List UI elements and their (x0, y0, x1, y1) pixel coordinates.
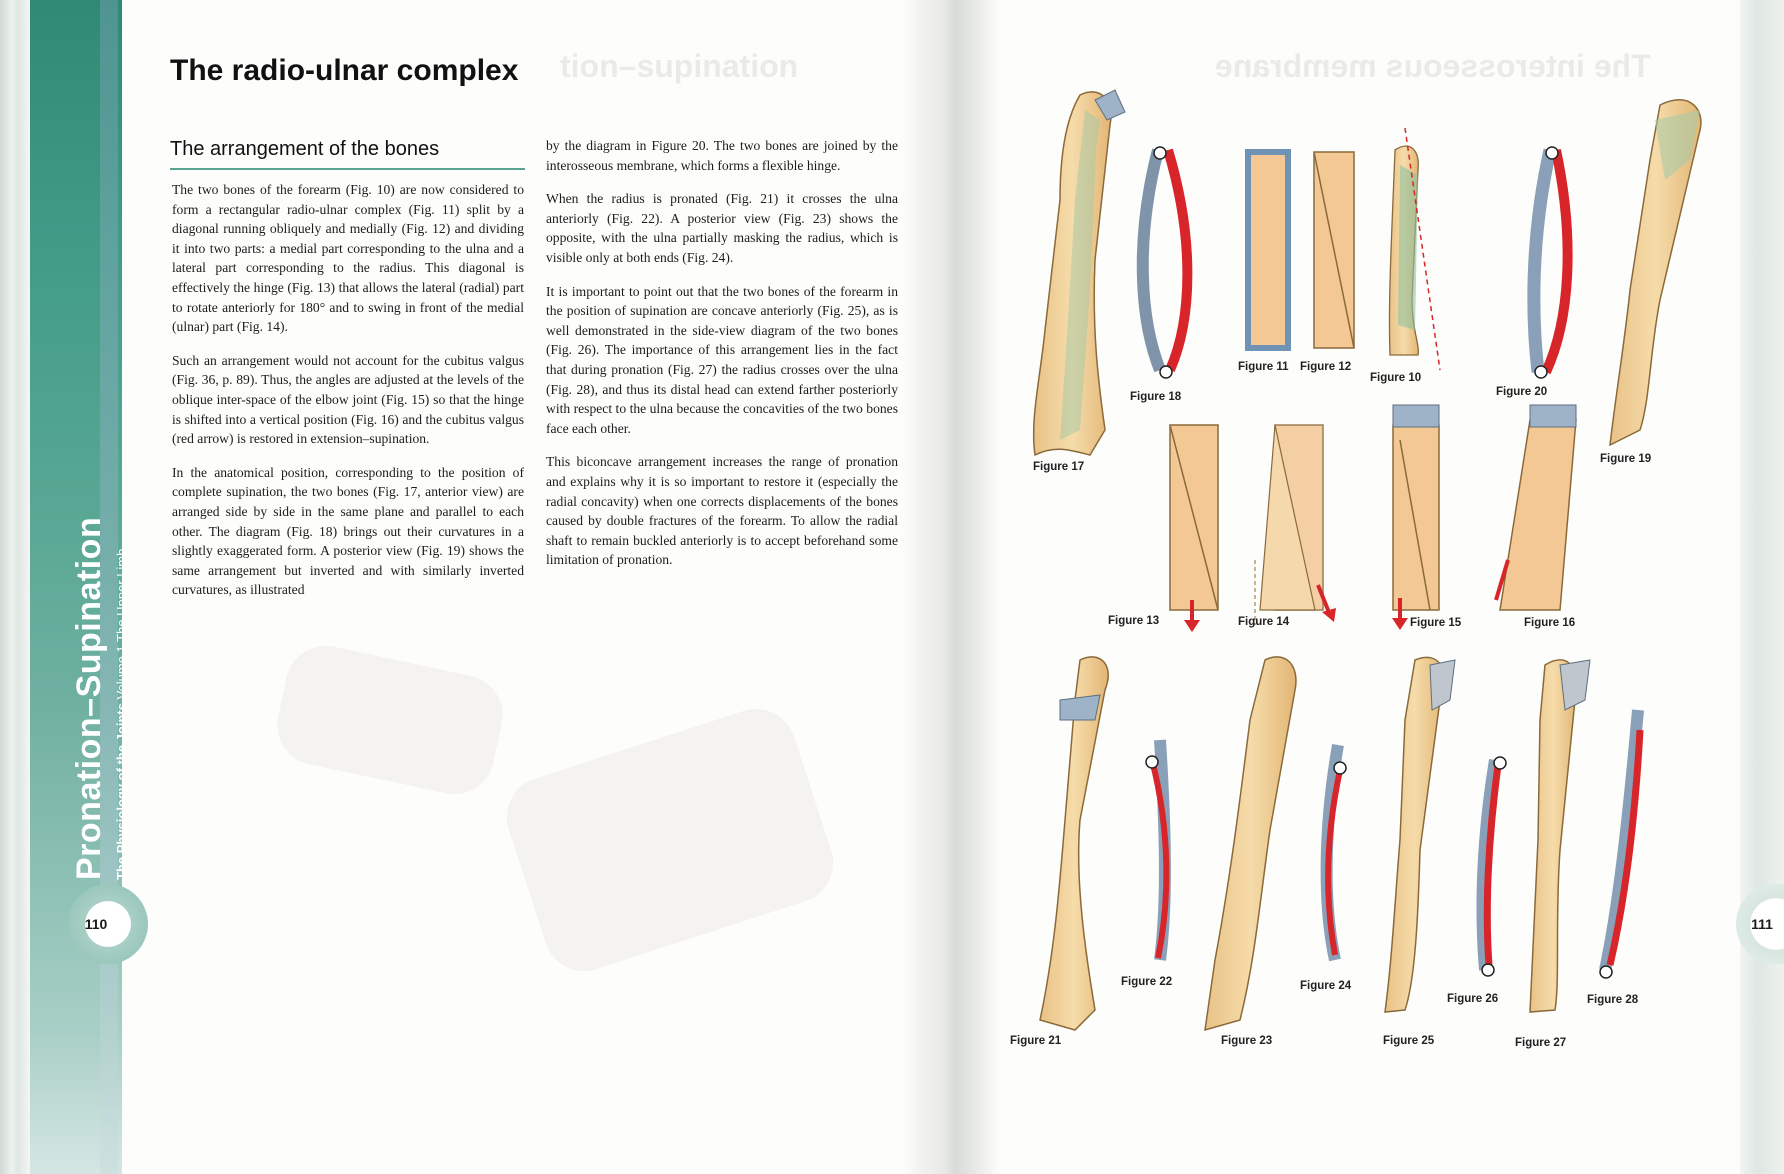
figure-label: Figure 19 (1600, 453, 1652, 465)
figure-25-side-view (1384, 656, 1456, 1013)
figure-28-schematic (1599, 709, 1644, 979)
figure-17-forearm-anterior (1032, 89, 1126, 457)
figure-19-forearm-posterior (1609, 99, 1702, 447)
figure-23-posterior (1204, 656, 1297, 1032)
side-band-shade (100, 0, 118, 1174)
left-page (0, 0, 915, 1174)
figure-22-schematic (1145, 739, 1171, 961)
figure-label: Figure 27 (1515, 1037, 1567, 1049)
figure-label: Figure 22 (1121, 976, 1173, 988)
figure-13-hinge (1169, 424, 1219, 632)
figure-18-schematic (1136, 146, 1193, 379)
figure-27-pronation-side (1529, 659, 1591, 1013)
paragraph: In the anatomical position, correspondin… (172, 464, 524, 598)
figure-label: Figure 17 (1033, 461, 1085, 473)
paragraph: This biconcave arrangement increases the… (546, 454, 898, 568)
figure-21-pronated (1039, 656, 1109, 1031)
text-column-1: The two bones of the forearm (Fig. 10) a… (172, 180, 524, 614)
page-number-left: 110 (84, 916, 108, 932)
paragraph: by the diagram in Figure 20. The two bon… (546, 138, 898, 173)
figure-label: Figure 28 (1587, 994, 1639, 1006)
figure-label: Figure 20 (1496, 386, 1548, 398)
show-through-heading: tion–supination (560, 48, 799, 84)
figure-label: Figure 13 (1108, 615, 1160, 627)
figure-label: Figure 26 (1447, 993, 1499, 1005)
figure-label: Figure 23 (1221, 1035, 1273, 1047)
figure-label: Figure 11 (1238, 361, 1289, 373)
figure-label: Figure 24 (1300, 980, 1352, 992)
book-gutter (900, 0, 1000, 1174)
figure-26-schematic (1476, 756, 1507, 977)
figure-label: Figure 10 (1370, 372, 1422, 384)
figure-label: Figure 21 (1010, 1035, 1062, 1047)
figure-label: Figure 16 (1524, 617, 1576, 629)
paragraph: The two bones of the forearm (Fig. 10) a… (172, 182, 524, 335)
section-rule (170, 168, 525, 170)
paragraph: When the radius is pronated (Fig. 21) it… (546, 191, 898, 265)
paragraph: Such an arrangement would not account fo… (172, 352, 524, 447)
page-title: The radio-ulnar complex (170, 54, 519, 87)
figure-label: Figure 25 (1383, 1035, 1435, 1047)
figure-20-schematic (1527, 146, 1573, 379)
right-page-edge (1740, 0, 1784, 1174)
page-number-right: 111 (1751, 916, 1773, 932)
page-edge (0, 0, 30, 1174)
page-number-badge-left (68, 884, 148, 964)
figure-15-adjusted (1392, 404, 1440, 630)
section-title: The arrangement of the bones (170, 138, 440, 160)
text-column-2: by the diagram in Figure 20. The two bon… (546, 136, 898, 584)
figure-16-vertical-hinge (1494, 404, 1577, 611)
figure-11-rectangle (1245, 149, 1291, 351)
figure-label: Figure 12 (1300, 361, 1352, 373)
figure-24-schematic (1320, 743, 1347, 962)
figure-14-rotation (1254, 424, 1336, 625)
figure-label: Figure 18 (1130, 391, 1182, 403)
figure-label: Figure 14 (1238, 616, 1290, 628)
figure-label: Figure 15 (1410, 617, 1462, 629)
paragraph: It is important to point out that the tw… (546, 283, 898, 436)
figure-12-split-rectangle (1313, 151, 1355, 349)
figure-10-forearm-axis (1388, 127, 1441, 371)
